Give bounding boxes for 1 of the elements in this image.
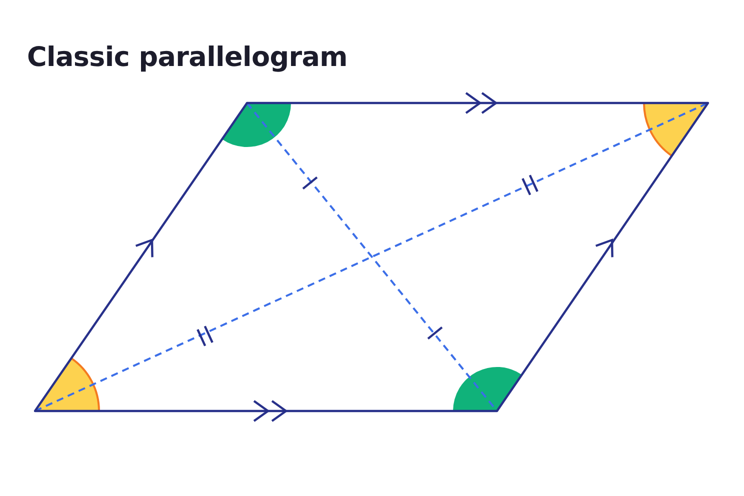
title: Classic parallelogram (27, 42, 348, 73)
